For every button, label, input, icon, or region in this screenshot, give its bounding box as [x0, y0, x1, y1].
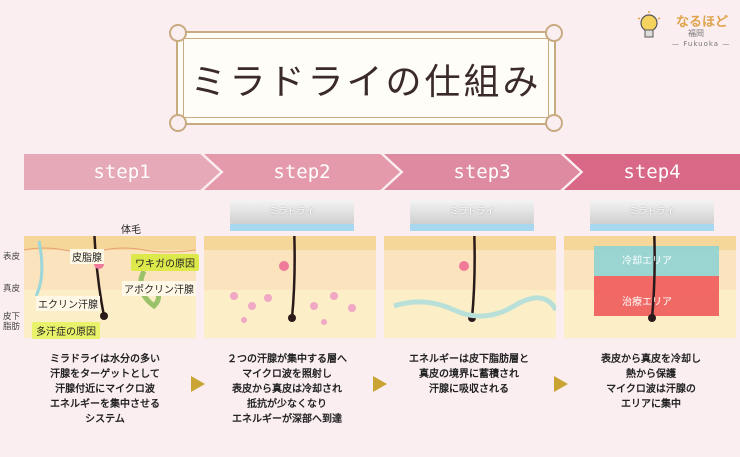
logo-name: なるほど — [676, 15, 729, 30]
logo-en: — Fukuoka — — [672, 40, 731, 48]
label-hair: 体毛 — [121, 225, 141, 236]
step-banner-4: step4 — [564, 154, 740, 190]
lightbulb-icon — [637, 11, 661, 38]
step-banner-3: step3 — [384, 154, 580, 190]
side-label-subcutaneous: 皮下 脂肪 — [3, 312, 21, 332]
arrow-right-icon — [373, 376, 387, 392]
step-banner-1: step1 — [24, 154, 220, 190]
description-step2: ２つの汗腺が集中する層へマイクロ波を照射し表皮から真皮は冷却され抵抗が少なくなり… — [227, 354, 347, 425]
device-tip-4 — [590, 224, 714, 231]
skin-panel-4 — [564, 236, 736, 338]
arrow-right-icon — [554, 376, 568, 392]
miradry-device-3: ミラドライ — [410, 200, 534, 224]
miradry-device-2: ミラドライ — [230, 200, 354, 224]
logo-sub: 福岡 — [688, 29, 704, 38]
device-tip-3 — [410, 224, 534, 231]
label-treat-area: 治療エリア — [622, 297, 672, 308]
miradry-device-4: ミラドライ — [590, 200, 714, 224]
step-banner-2: step2 — [204, 154, 400, 190]
description-step3: エネルギーは皮下脂肪層と真皮の境界に蓄積され汗腺に吸収される — [409, 354, 529, 395]
label-apocrine: アポクリン汗腺 — [122, 281, 196, 296]
tag-hyperhidrosis: 多汗症の原因 — [32, 322, 100, 339]
label-eccrine: エクリン汗腺 — [36, 296, 100, 311]
page-title: ミラドライの仕組み — [190, 62, 542, 103]
label-cool-area: 冷却エリア — [622, 256, 672, 267]
device-tip-2 — [230, 224, 354, 231]
logo — [636, 8, 736, 56]
description-step1: ミラドライは水分の多い汗腺をターゲットとして汗腺付近にマイクロ波エネルギーを集中… — [50, 354, 160, 425]
label-sebaceous: 皮脂腺 — [70, 249, 104, 264]
side-label-dermis: 真皮 — [3, 284, 21, 294]
tag-wakiga: ワキガの原因 — [131, 254, 199, 271]
title-frame: ミラドライの仕組み — [169, 24, 563, 132]
skin-panel-3 — [384, 236, 556, 338]
arrow-right-icon — [191, 376, 205, 392]
side-label-epidermis: 表皮 — [3, 252, 21, 262]
description-step4: 表皮から真皮を冷却し熱から保護マイクロ波は汗腺のエリアに集中 — [601, 354, 701, 410]
skin-panel-2 — [204, 236, 376, 338]
